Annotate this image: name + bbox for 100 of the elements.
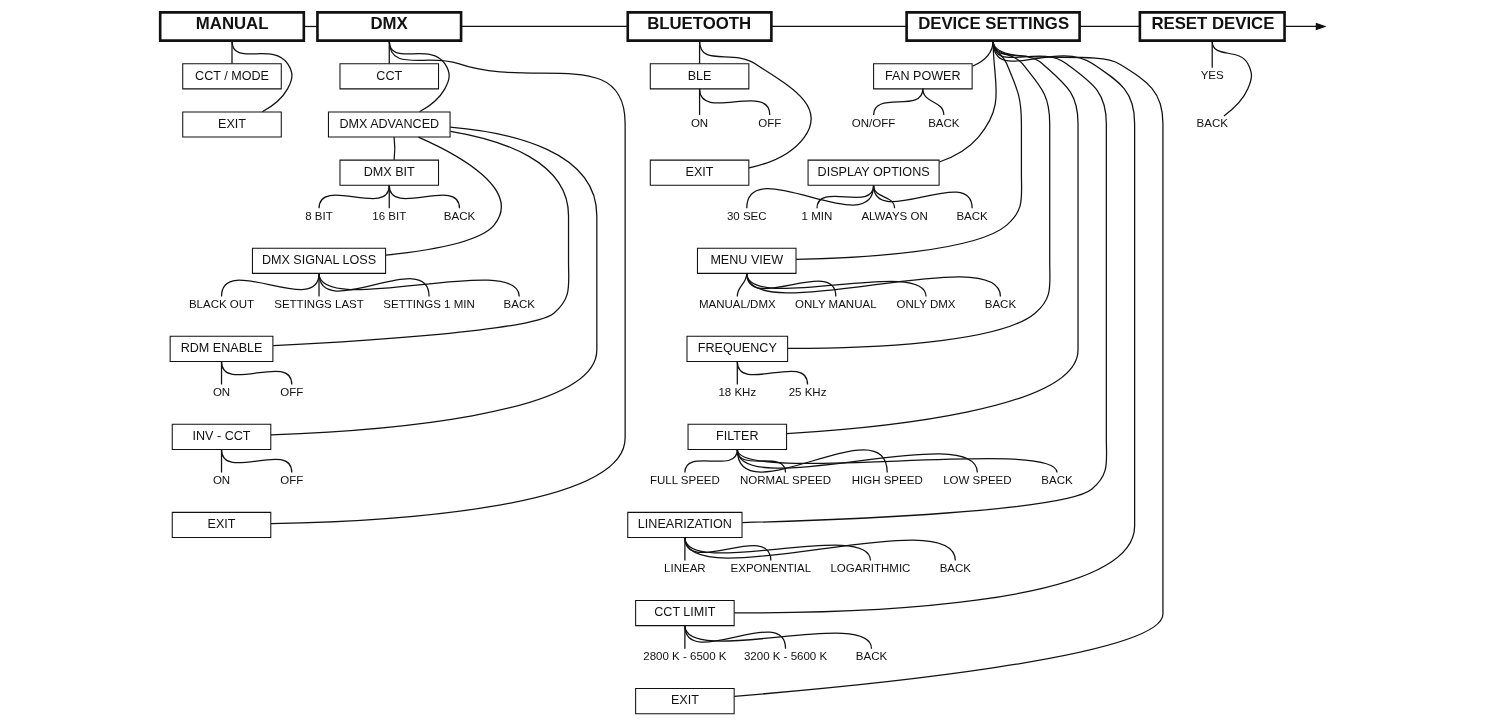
connector	[220, 360, 293, 386]
arrow	[1284, 22, 1327, 31]
node-box: EXIT	[171, 511, 272, 539]
node-box: CCT / MODE	[182, 63, 282, 90]
node-box: RESET DEVICE	[1138, 11, 1286, 42]
node-text: 30 SEC	[726, 209, 767, 222]
connector	[787, 40, 1051, 350]
node-text: 8 BIT	[305, 209, 333, 222]
node-box: LINEARIZATION	[627, 511, 743, 539]
node-box: DMX BIT	[339, 159, 440, 186]
connector	[795, 40, 1023, 261]
node-box: DMX	[316, 11, 463, 42]
node-text: BACK	[443, 209, 476, 222]
node-text: ONLY MANUAL	[795, 297, 877, 310]
connector	[388, 184, 461, 209]
node-text: BACK	[1041, 473, 1073, 486]
connector	[684, 625, 873, 650]
connector	[770, 25, 908, 28]
node-text: 18 KHz	[718, 385, 757, 398]
connector	[272, 130, 570, 347]
node-text: BACK	[956, 209, 988, 222]
connector	[231, 40, 293, 113]
connector	[318, 184, 390, 209]
node-box: EXIT	[649, 159, 750, 186]
connector	[786, 40, 1079, 435]
connector	[736, 448, 1058, 474]
connector	[736, 360, 809, 386]
node-text: ALWAYS ON	[861, 209, 928, 222]
node-text: OFF	[280, 473, 304, 486]
node-text: ON	[212, 473, 231, 486]
node-text: OFF	[758, 117, 782, 130]
node-box: DMX ADVANCED	[327, 111, 451, 138]
node-text: 2800 K - 6500 K	[643, 650, 727, 662]
node-text: BACK	[1196, 117, 1228, 130]
node-text: BACK	[939, 561, 972, 574]
connector	[231, 40, 233, 65]
connector	[872, 184, 973, 209]
node-text: ON	[212, 385, 231, 398]
connector	[684, 625, 787, 650]
node-box: INV - CCT	[171, 423, 272, 450]
node-text: FULL SPEED	[649, 473, 720, 486]
node-box: CCT	[339, 63, 440, 90]
connector	[698, 88, 771, 116]
node-box: DEVICE SETTINGS	[905, 11, 1081, 42]
node-text: HIGH SPEED	[851, 473, 923, 486]
connector	[460, 25, 628, 28]
node-text: BACK	[928, 117, 960, 130]
connector	[736, 448, 888, 474]
connector	[746, 272, 1002, 298]
node-text: NORMAL SPEED	[739, 473, 832, 486]
connector	[684, 536, 956, 562]
node-box: FAN POWER	[873, 63, 973, 90]
connector	[922, 88, 945, 116]
node-text: ONLY DMX	[896, 297, 956, 310]
node-box: DMX SIGNAL LOSS	[251, 247, 387, 274]
connector	[1079, 25, 1140, 28]
node-box: FREQUENCY	[686, 335, 789, 362]
node-text: EXPONENTIAL	[730, 561, 812, 574]
node-box: RDM ENABLE	[169, 335, 274, 362]
node-text: ON	[690, 117, 709, 130]
node-box: DISPLAY OPTIONS	[807, 159, 940, 186]
node-text: SETTINGS LAST	[274, 297, 364, 310]
node-text: LINEAR	[664, 561, 706, 574]
node-text: LOGARITHMIC	[830, 561, 911, 574]
connector	[736, 448, 978, 474]
node-box: BLE	[649, 63, 750, 90]
node-text: 3200 K - 5600 K	[743, 650, 828, 662]
node-text: 1 MIN	[801, 209, 833, 222]
connector	[733, 40, 1164, 697]
connector	[938, 40, 997, 163]
connector	[741, 40, 1108, 524]
node-text: MANUAL/DMX	[698, 297, 776, 310]
node-box: MANUAL	[158, 11, 306, 42]
node-text: 25 KHz	[788, 385, 827, 398]
node-box: FILTER	[687, 423, 788, 450]
node-text: BACK	[855, 650, 888, 662]
node-box: MENU VIEW	[696, 247, 797, 274]
connector	[385, 136, 502, 256]
node-text: SETTINGS 1 MIN	[383, 297, 475, 310]
node-text: 16 BIT	[372, 209, 407, 222]
node-text: YES	[1200, 69, 1224, 82]
node-text: BLACK OUT	[188, 297, 255, 310]
connector	[733, 40, 1136, 614]
node-text: BACK	[984, 297, 1017, 310]
node-box: BLUETOOTH	[626, 11, 773, 42]
node-box: EXIT	[182, 111, 282, 138]
connector	[318, 272, 520, 298]
node-box: EXIT	[635, 688, 735, 715]
connector	[698, 40, 812, 169]
connector	[393, 136, 396, 161]
node-box: CCT LIMIT	[635, 599, 735, 627]
connector	[270, 40, 626, 525]
connector	[1211, 40, 1253, 117]
connector	[270, 126, 598, 436]
node-text: OFF	[280, 385, 304, 398]
connector	[318, 272, 430, 298]
node-text: BACK	[503, 297, 535, 310]
connector	[220, 448, 293, 474]
node-text: ON/OFF	[851, 117, 896, 130]
node-text: LOW SPEED	[943, 473, 1012, 486]
